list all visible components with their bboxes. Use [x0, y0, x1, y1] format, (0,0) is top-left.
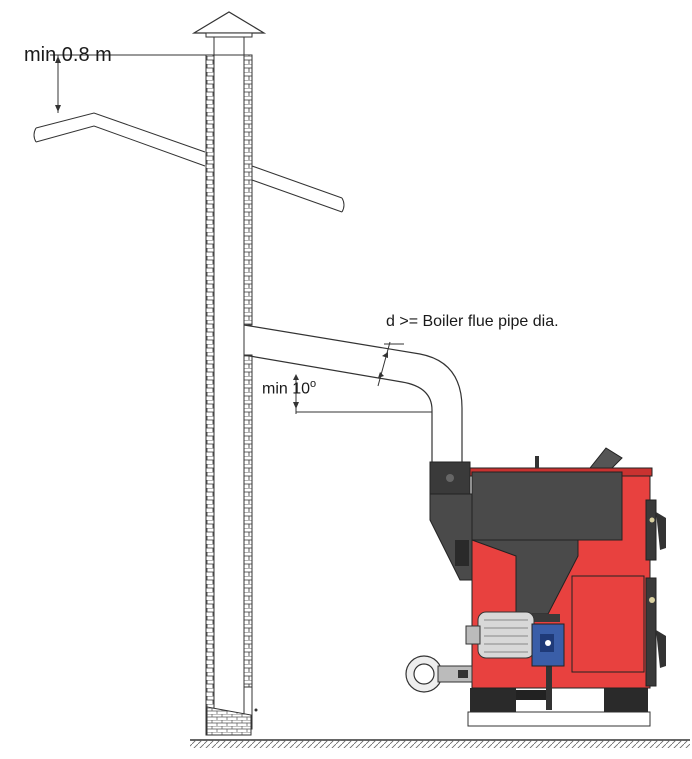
slope-dimension: [293, 374, 432, 414]
motor-icon: [465, 611, 565, 667]
flue-pipe: [243, 324, 463, 465]
fan-icon: [405, 655, 473, 693]
chimney-stack: [205, 54, 258, 736]
boiler-icon: [429, 447, 666, 727]
roof-slope: [33, 112, 345, 213]
slope-angle-label: min 10o: [262, 378, 316, 398]
diameter-dimension: [377, 341, 404, 387]
chimney-cap-icon: [191, 11, 267, 56]
chimney-height-label: min 0.8 m: [24, 44, 112, 66]
slope-angle-value: min 10: [262, 380, 311, 398]
ground-line: [190, 739, 690, 748]
flue-diameter-label: d >= Boiler flue pipe dia.: [386, 313, 559, 330]
slope-angle-unit: o: [310, 378, 317, 390]
height-dimension: [50, 54, 206, 113]
